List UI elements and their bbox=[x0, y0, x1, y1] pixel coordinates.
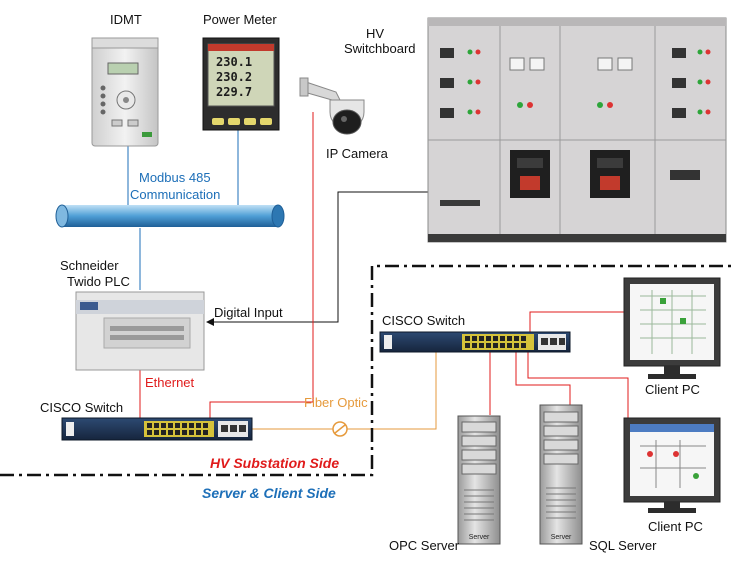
client-pc-top-label: Client PC bbox=[645, 382, 700, 397]
ethernet-line-pc-bottom bbox=[527, 352, 629, 418]
cisco-switch-right bbox=[379, 331, 571, 353]
power-meter: 230.1 230.2 229.7 bbox=[202, 37, 280, 131]
client-pc-bottom bbox=[623, 417, 721, 513]
ip-camera-label: IP Camera bbox=[326, 146, 388, 161]
opc-server-label: OPC Server bbox=[389, 538, 460, 553]
cisco-switch-left bbox=[61, 417, 253, 441]
meter-reading-1: 230.1 bbox=[216, 55, 252, 69]
opc-server-tag: Server bbox=[469, 534, 490, 541]
client-pc-top bbox=[623, 277, 721, 379]
opc-server: Server bbox=[457, 415, 501, 545]
fiber-optic-label: Fiber Optic bbox=[304, 395, 368, 410]
meter-reading-2: 230.2 bbox=[216, 70, 252, 84]
digital-input-label: Digital Input bbox=[214, 305, 283, 320]
twido-plc bbox=[75, 291, 205, 371]
modbus-label-line1: Modbus 485 bbox=[139, 170, 211, 185]
hv-switchboard bbox=[427, 17, 727, 243]
ip-camera bbox=[299, 77, 365, 135]
server-client-side-label: Server & Client Side bbox=[202, 485, 336, 501]
plc-label-line1: Schneider bbox=[60, 258, 119, 273]
hv-substation-side-label: HV Substation Side bbox=[210, 455, 340, 471]
idmt-label: IDMT bbox=[110, 12, 142, 27]
sql-server-tag: Server bbox=[551, 534, 572, 541]
modbus-bus bbox=[55, 204, 285, 228]
meter-reading-3: 229.7 bbox=[216, 85, 252, 99]
cisco-switch-left-label: CISCO Switch bbox=[40, 400, 124, 415]
client-pc-bottom-label: Client PC bbox=[648, 519, 703, 534]
power-meter-label: Power Meter bbox=[203, 12, 277, 27]
plc-label-line2: Twido PLC bbox=[67, 274, 130, 289]
digital-input-arrow bbox=[206, 318, 214, 326]
sql-server-label: SQL Server bbox=[589, 538, 657, 553]
modbus-label-line2: Communication bbox=[130, 187, 221, 202]
ethernet-line-sql bbox=[515, 352, 571, 405]
hv-switchboard-label-line1: HV bbox=[366, 26, 385, 41]
ethernet-line-pc-top bbox=[529, 311, 640, 335]
hv-switchboard-label-line2: Switchboard bbox=[344, 41, 416, 56]
idmt-relay bbox=[91, 37, 159, 147]
digital-input-line bbox=[208, 191, 428, 323]
ethernet-line-camera bbox=[209, 112, 314, 418]
ethernet-label: Ethernet bbox=[145, 375, 195, 390]
hv-zone-border bbox=[0, 264, 735, 477]
cisco-switch-right-label: CISCO Switch bbox=[382, 313, 466, 328]
sql-server: Server bbox=[539, 404, 583, 545]
